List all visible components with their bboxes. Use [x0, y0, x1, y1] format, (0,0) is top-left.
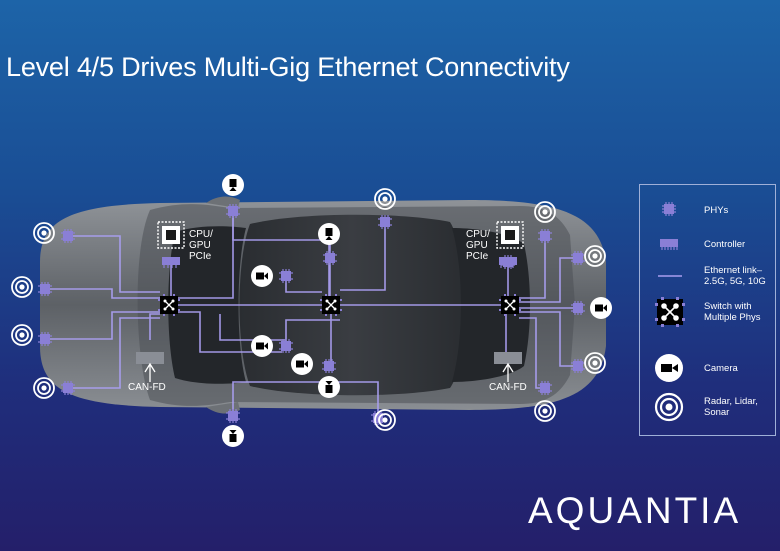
phy-chip-icon — [323, 251, 337, 265]
legend-text: Switch with — [704, 301, 761, 312]
switch-icon — [158, 294, 180, 316]
radar-icon — [34, 378, 54, 398]
radar-icon — [12, 277, 32, 297]
phy-chip-icon — [538, 229, 552, 243]
phy-chip-icon — [652, 195, 686, 225]
legend-text: 2.5G, 5G, 10G — [704, 276, 766, 287]
controller-icon — [652, 229, 686, 259]
legend-item-radar: Radar, Lidar,Sonar — [640, 392, 777, 422]
phy-chip-icon — [378, 215, 392, 229]
phy-chip-icon — [279, 269, 293, 283]
phy-chip-icon — [226, 409, 240, 423]
camera-icon — [318, 223, 340, 245]
legend-item-ethernet-link: Ethernet link–2.5G, 5G, 10G — [640, 261, 777, 291]
legend-text: Radar, Lidar, — [704, 396, 758, 407]
phy-chip-icon — [38, 282, 52, 296]
phy-chip-icon — [322, 359, 336, 373]
camera-icon — [251, 335, 273, 357]
phy-chip-icon — [571, 251, 585, 265]
phy-chip-icon — [38, 332, 52, 346]
phy-chip-icon — [571, 301, 585, 315]
camera-icon — [222, 174, 244, 196]
radar-icon — [12, 325, 32, 345]
camera-icon — [652, 353, 686, 383]
legend-text: Camera — [704, 363, 738, 374]
camera-icon — [291, 353, 313, 375]
phy-chip-icon — [226, 204, 240, 218]
switch-icon — [499, 294, 521, 316]
can-fd-label-right: CAN-FD — [489, 382, 527, 393]
switch-icon — [320, 294, 342, 316]
legend-text: Ethernet link– — [704, 265, 766, 276]
aquantia-logo: AQUANTIA — [528, 490, 741, 532]
legend-text: Multiple Phys — [704, 312, 761, 323]
phy-chip-icon — [538, 381, 552, 395]
legend: PHYs Controller Ethernet link–2.5G, 5G, … — [639, 184, 776, 436]
phy-chip-icon — [279, 339, 293, 353]
camera-icon — [251, 265, 273, 287]
legend-item-camera: Camera — [640, 353, 777, 383]
can-fd-label-left: CAN-FD — [128, 382, 166, 393]
camera-icon — [318, 376, 340, 398]
phy-chip-icon — [61, 229, 75, 243]
legend-text: Sonar — [704, 407, 758, 418]
switch-icon — [652, 297, 686, 327]
legend-text: PHYs — [704, 205, 728, 216]
phy-chip-icon — [61, 381, 75, 395]
camera-icon — [590, 297, 612, 319]
camera-icon — [222, 425, 244, 447]
legend-item-phys: PHYs — [640, 195, 777, 225]
radar-icon — [652, 392, 686, 422]
legend-text: Controller — [704, 239, 745, 250]
legend-item-controller: Controller — [640, 229, 777, 259]
phy-chip-icon — [571, 359, 585, 373]
ethernet-link-icon — [652, 261, 686, 291]
